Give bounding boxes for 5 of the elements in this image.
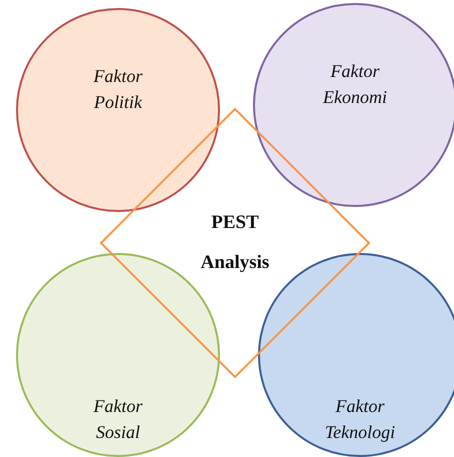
factor-label: Faktor Teknologi (324, 395, 396, 444)
factor-label: Faktor Sosial (92, 395, 144, 444)
factor-label: Faktor Ekonomi (322, 60, 388, 109)
factor-label: Faktor Politik (92, 65, 144, 114)
center-title: PEST Analysis (200, 211, 270, 275)
